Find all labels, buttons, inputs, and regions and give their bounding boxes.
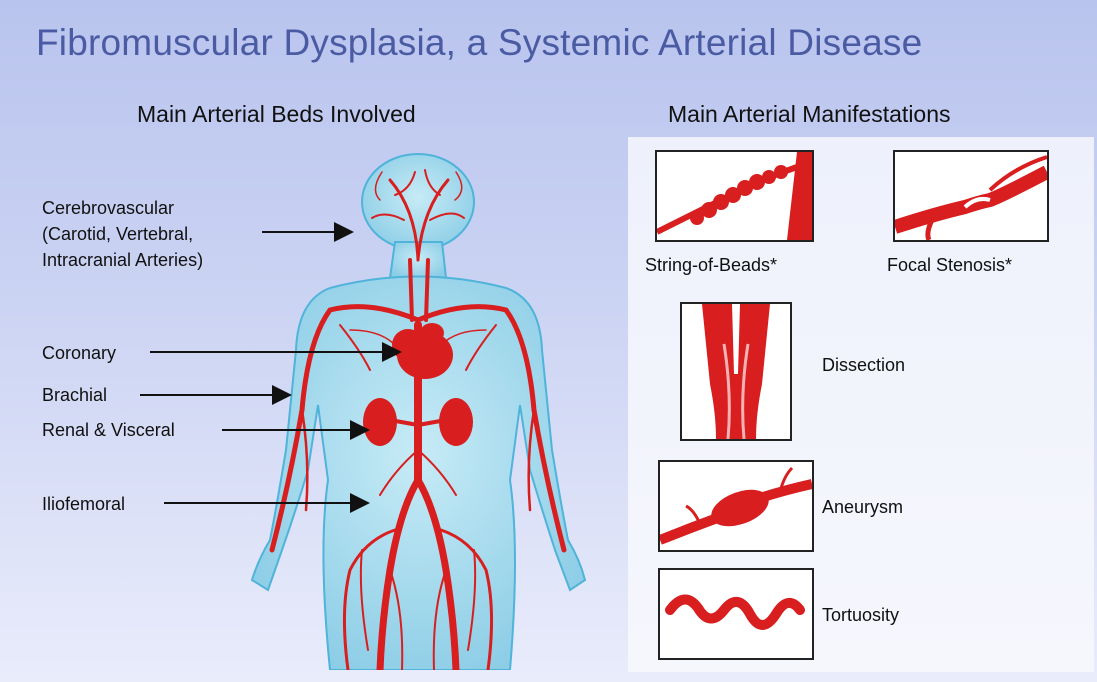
string-of-beads-image (655, 150, 814, 242)
focal-stenosis-image (893, 150, 1049, 242)
tortuosity-label: Tortuosity (822, 605, 899, 626)
tortuosity-image (658, 568, 814, 660)
aneurysm-label: Aneurysm (822, 497, 903, 518)
aneurysm-image (658, 460, 814, 552)
string-of-beads-label: String-of-Beads* (645, 255, 777, 276)
dissection-image (680, 302, 792, 441)
dissection-label: Dissection (822, 355, 905, 376)
focal-stenosis-label: Focal Stenosis* (887, 255, 1012, 276)
